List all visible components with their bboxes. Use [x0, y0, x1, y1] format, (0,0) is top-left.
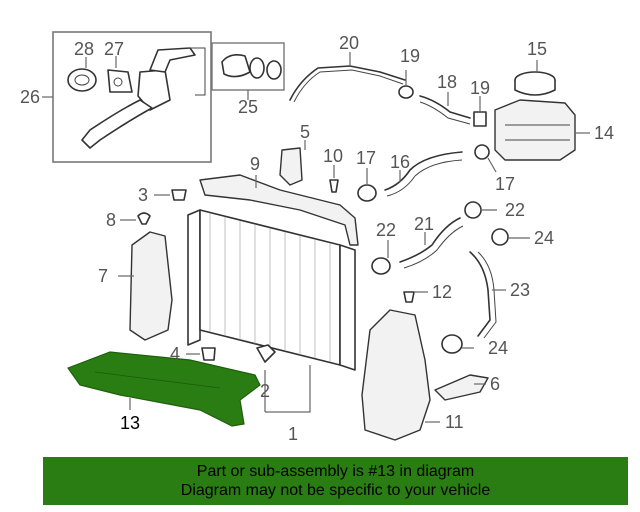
part-20-pipe[interactable]: [289, 52, 406, 103]
part-24-clamp-a[interactable]: [491, 228, 530, 246]
callout-labels: 1 2 3 4 5 6 7 8 9 10 11 12 13 14 15 16 1…: [20, 33, 614, 444]
callout-9: 9: [250, 154, 260, 174]
callout-27: 27: [104, 39, 124, 59]
callout-24-a: 24: [534, 228, 554, 248]
parts-diagram: 1 2 3 4 5 6 7 8 9 10 11 12 13 14 15 16 1…: [20, 31, 614, 444]
callout-12: 12: [432, 282, 452, 302]
part-7-side-deflector[interactable]: [118, 231, 173, 341]
banner-line-2: Diagram may not be specific to your vehi…: [180, 482, 491, 499]
callout-7: 7: [98, 266, 108, 286]
callout-28: 28: [74, 39, 94, 59]
callout-24-b: 24: [488, 338, 508, 358]
part-19-clamp-b[interactable]: [473, 96, 487, 127]
callout-25: 25: [238, 97, 258, 117]
part-28-seal[interactable]: [67, 68, 97, 92]
callout-26: 26: [20, 87, 40, 107]
part-19-clamp-a[interactable]: [398, 70, 414, 99]
part-1-radiator[interactable]: [187, 209, 356, 413]
callout-22-b: 22: [505, 200, 525, 220]
part-23-hose[interactable]: [469, 251, 506, 339]
callout-3: 3: [138, 185, 148, 205]
part-2-drain-valve[interactable]: [256, 344, 276, 412]
part-22-clamp-b[interactable]: [464, 201, 497, 219]
callout-22-a: 22: [376, 220, 396, 240]
callout-18: 18: [437, 72, 457, 92]
callout-5: 5: [300, 122, 310, 142]
part-15-cap[interactable]: [514, 60, 556, 96]
callout-14: 14: [594, 123, 614, 143]
part-12-bolt[interactable]: [403, 291, 428, 303]
callout-6: 6: [490, 374, 500, 394]
part-27-gasket[interactable]: [107, 69, 133, 93]
callout-10: 10: [323, 146, 343, 166]
banner-line-1: Part or sub-assembly is #13 in diagram: [196, 463, 475, 480]
callout-16: 16: [390, 152, 410, 172]
part-14-reservoir[interactable]: [494, 99, 590, 161]
part-22-clamp-a[interactable]: [371, 240, 391, 275]
callout-4: 4: [170, 344, 180, 364]
part-16-hose[interactable]: [384, 151, 463, 197]
callout-20: 20: [339, 33, 359, 53]
part-11-side-shield[interactable]: [361, 309, 440, 441]
part-17-clamp-b[interactable]: [474, 144, 497, 173]
callout-13: 13: [120, 413, 140, 433]
part-24-clamp-b[interactable]: [441, 334, 474, 354]
part-9-upper-support[interactable]: [199, 174, 359, 246]
callout-11: 11: [445, 412, 464, 432]
inset-box: [42, 31, 212, 163]
callout-19-b: 19: [470, 78, 490, 98]
part-25-fitting[interactable]: [211, 42, 285, 100]
callout-2: 2: [260, 381, 270, 401]
callout-17-b: 17: [495, 174, 515, 194]
callout-21: 21: [414, 214, 434, 234]
part-8-clip[interactable]: [120, 212, 151, 225]
part-18-hose[interactable]: [419, 92, 471, 125]
callout-17-a: 17: [356, 148, 376, 168]
callout-1: 1: [288, 424, 298, 444]
callout-23: 23: [510, 280, 530, 300]
part-6-bracket[interactable]: [434, 374, 489, 401]
part-5-bracket[interactable]: [279, 140, 306, 186]
callout-19-a: 19: [400, 46, 420, 66]
part-4-fastener[interactable]: [186, 347, 216, 361]
info-banner: Part or sub-assembly is #13 in diagram D…: [43, 457, 628, 505]
part-26-housing[interactable]: [81, 47, 206, 149]
part-10-bolt[interactable]: [329, 165, 339, 193]
part-21-hose[interactable]: [399, 217, 464, 269]
part-17-clamp-a[interactable]: [357, 168, 377, 202]
callout-15: 15: [527, 39, 547, 59]
callout-8: 8: [106, 210, 116, 230]
part-13-lower-deflector[interactable]: [67, 351, 261, 427]
part-3-fastener[interactable]: [154, 189, 187, 201]
